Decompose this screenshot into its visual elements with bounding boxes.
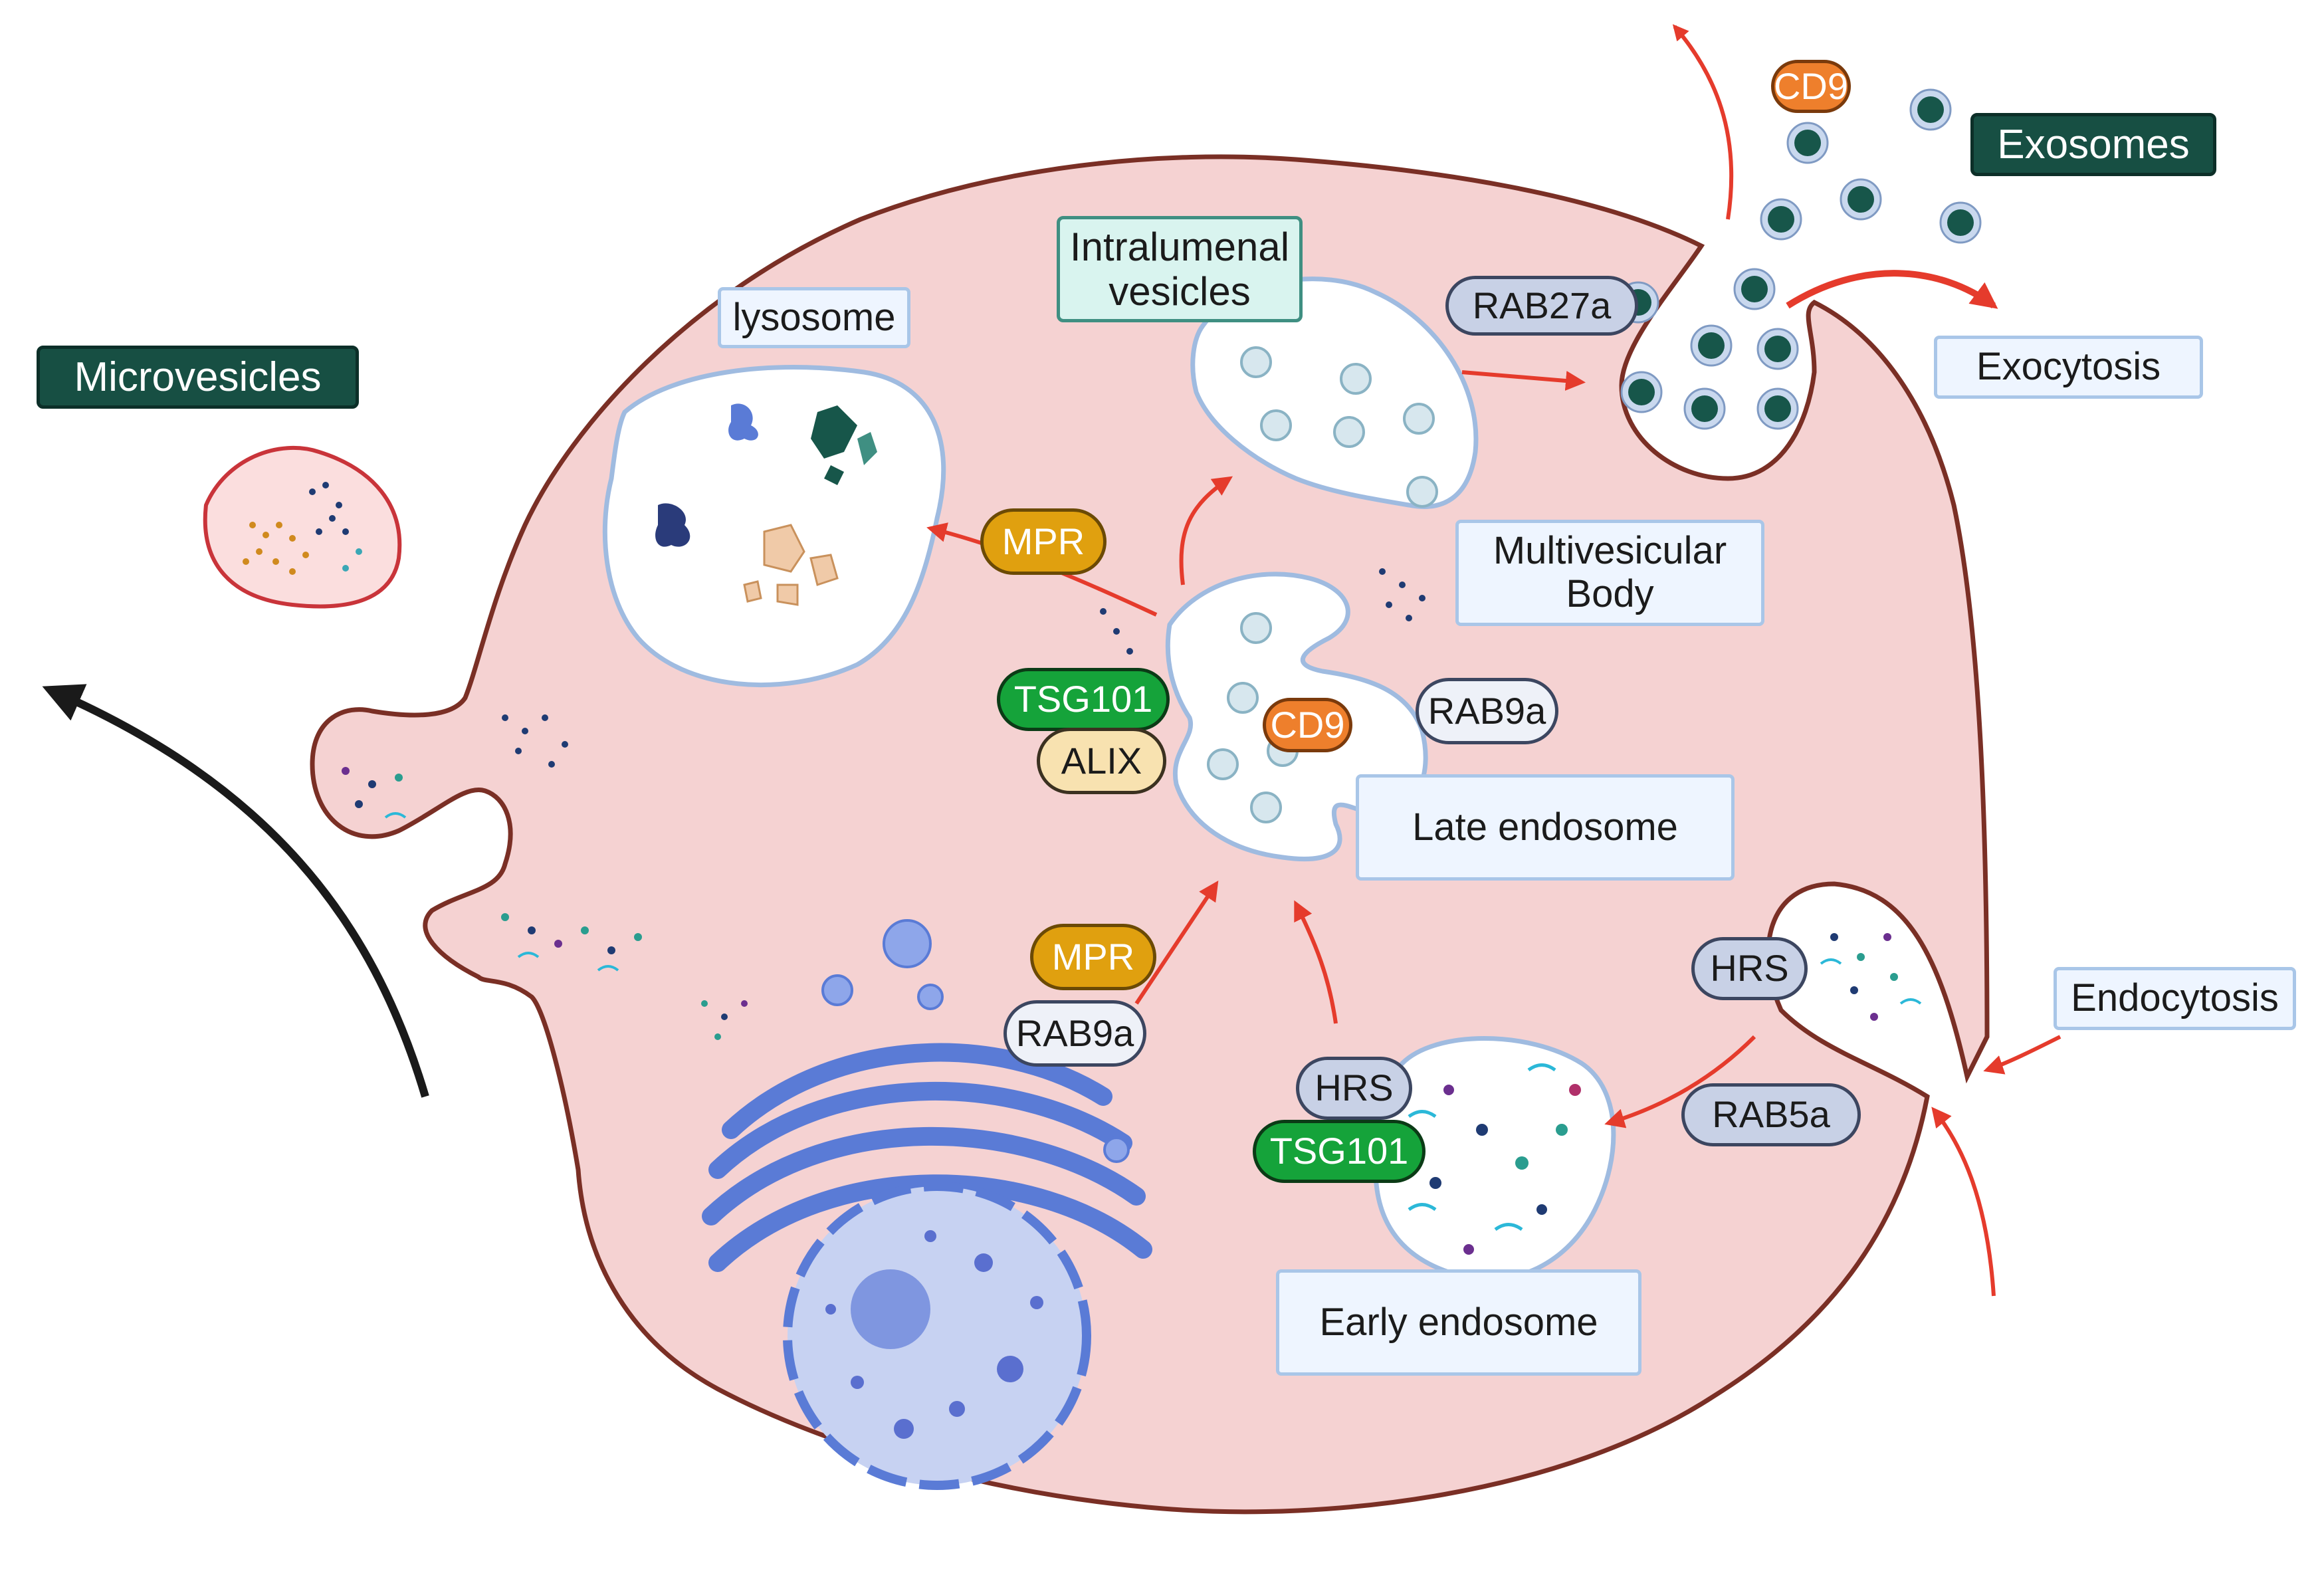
label-exosomes: Exosomes — [1970, 113, 2216, 176]
nucleolus — [851, 1269, 930, 1349]
protein-alix: ALIX — [1037, 728, 1166, 794]
budding-cargo — [342, 568, 1426, 1040]
protein-mpr-lysosome: MPR — [980, 508, 1107, 575]
label-microvesicles: Microvesicles — [37, 346, 359, 409]
protein-rab5a: RAB5a — [1681, 1083, 1861, 1146]
label-intralumenal-vesicles: Intralumenal vesicles — [1057, 216, 1303, 322]
label-multivesicular-body: Multivesicular Body — [1455, 520, 1764, 626]
label-late-endosome: Late endosome — [1356, 774, 1735, 881]
mvb-line2: Body — [1566, 572, 1654, 615]
protein-tsg101-late: TSG101 — [997, 668, 1170, 731]
intralumenal-line1: Intralumenal — [1069, 224, 1290, 269]
microvesicle — [203, 445, 402, 609]
protein-rab27a: RAB27a — [1445, 276, 1638, 336]
lysosome-contents — [655, 403, 877, 606]
protein-hrs-early: HRS — [1296, 1057, 1412, 1120]
microvesicle-release-arrow — [42, 684, 429, 1098]
label-early-endosome: Early endosome — [1276, 1269, 1641, 1376]
golgi-apparatus — [702, 919, 1152, 1272]
endocytosis-cargo — [1820, 933, 1922, 1021]
protein-rab9a-golgi: RAB9a — [1004, 1000, 1146, 1067]
label-lysosome: lysosome — [718, 287, 910, 348]
multivesicular-body — [1190, 276, 1479, 509]
lysosome — [602, 365, 946, 688]
cell-membrane — [310, 154, 1990, 1515]
protein-mpr-golgi: MPR — [1030, 924, 1156, 990]
early-endosome-cargo — [1408, 1063, 1581, 1255]
protein-tsg101-early: TSG101 — [1253, 1120, 1426, 1183]
label-exocytosis: Exocytosis — [1934, 336, 2203, 399]
protein-cd9-late: CD9 — [1263, 698, 1352, 752]
protein-hrs-membrane: HRS — [1691, 937, 1808, 1000]
nucleus — [783, 1182, 1091, 1490]
protein-rab9a-late: RAB9a — [1416, 678, 1558, 744]
label-endocytosis: Endocytosis — [2054, 967, 2296, 1030]
mvb-line1: Multivesicular — [1493, 529, 1727, 573]
intralumenal-line2: vesicles — [1109, 269, 1251, 314]
pathway-arrows — [926, 24, 2061, 1297]
chromatin — [825, 1230, 1043, 1439]
protein-cd9-top: CD9 — [1771, 60, 1851, 113]
microvesicle-cargo — [243, 482, 362, 575]
